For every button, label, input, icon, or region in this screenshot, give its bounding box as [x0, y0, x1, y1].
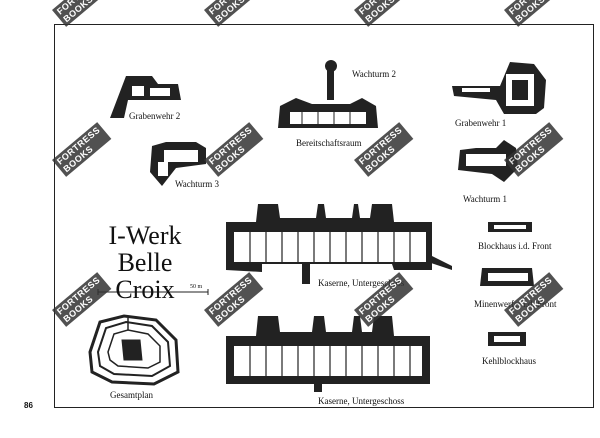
label-bereitschaftsraum: Bereitschaftsraum	[296, 138, 362, 148]
plate-title: I-Werk Belle Croix	[86, 222, 204, 303]
plate-frame	[54, 24, 594, 408]
plan-kaserne-lower	[226, 316, 430, 392]
plan-wachturm-3	[150, 142, 206, 186]
plan-gesamtplan	[88, 314, 180, 386]
label-kaserne-ober: Kaserne, Untergeschoss	[318, 278, 405, 288]
label-grabenwehr-1: Grabenwehr 1	[455, 118, 507, 128]
label-kaserne-unter: Kaserne, Untergeschoss	[318, 396, 405, 406]
plan-wachturm-1	[458, 140, 518, 182]
scale-label: 50 m	[190, 284, 203, 290]
title-line-2: Belle Croix	[115, 248, 175, 304]
plan-kaserne-upper	[226, 204, 452, 284]
title-line-1: I-Werk	[108, 221, 182, 250]
label-wachturm-3: Wachturm 3	[175, 179, 220, 189]
plan-grabenwehr-1	[452, 62, 546, 114]
plan-minenwerfer	[480, 268, 534, 286]
label-wachturm-2: Wachturm 2	[352, 69, 397, 79]
page-number: 86	[24, 401, 33, 410]
label-grabenwehr-2: Grabenwehr 2	[129, 111, 181, 121]
plan-blockhaus	[488, 222, 532, 232]
label-wachturm-1: Wachturm 1	[463, 194, 508, 204]
plan-grabenwehr-2	[110, 76, 181, 118]
plan-wachturm-2	[278, 60, 378, 128]
label-gesamtplan: Gesamtplan	[110, 390, 153, 400]
label-kehlblockhaus: Kehlblockhaus	[482, 356, 536, 366]
label-blockhaus: Blockhaus i.d. Front	[478, 241, 552, 251]
plan-kehlblockhaus	[488, 332, 526, 346]
